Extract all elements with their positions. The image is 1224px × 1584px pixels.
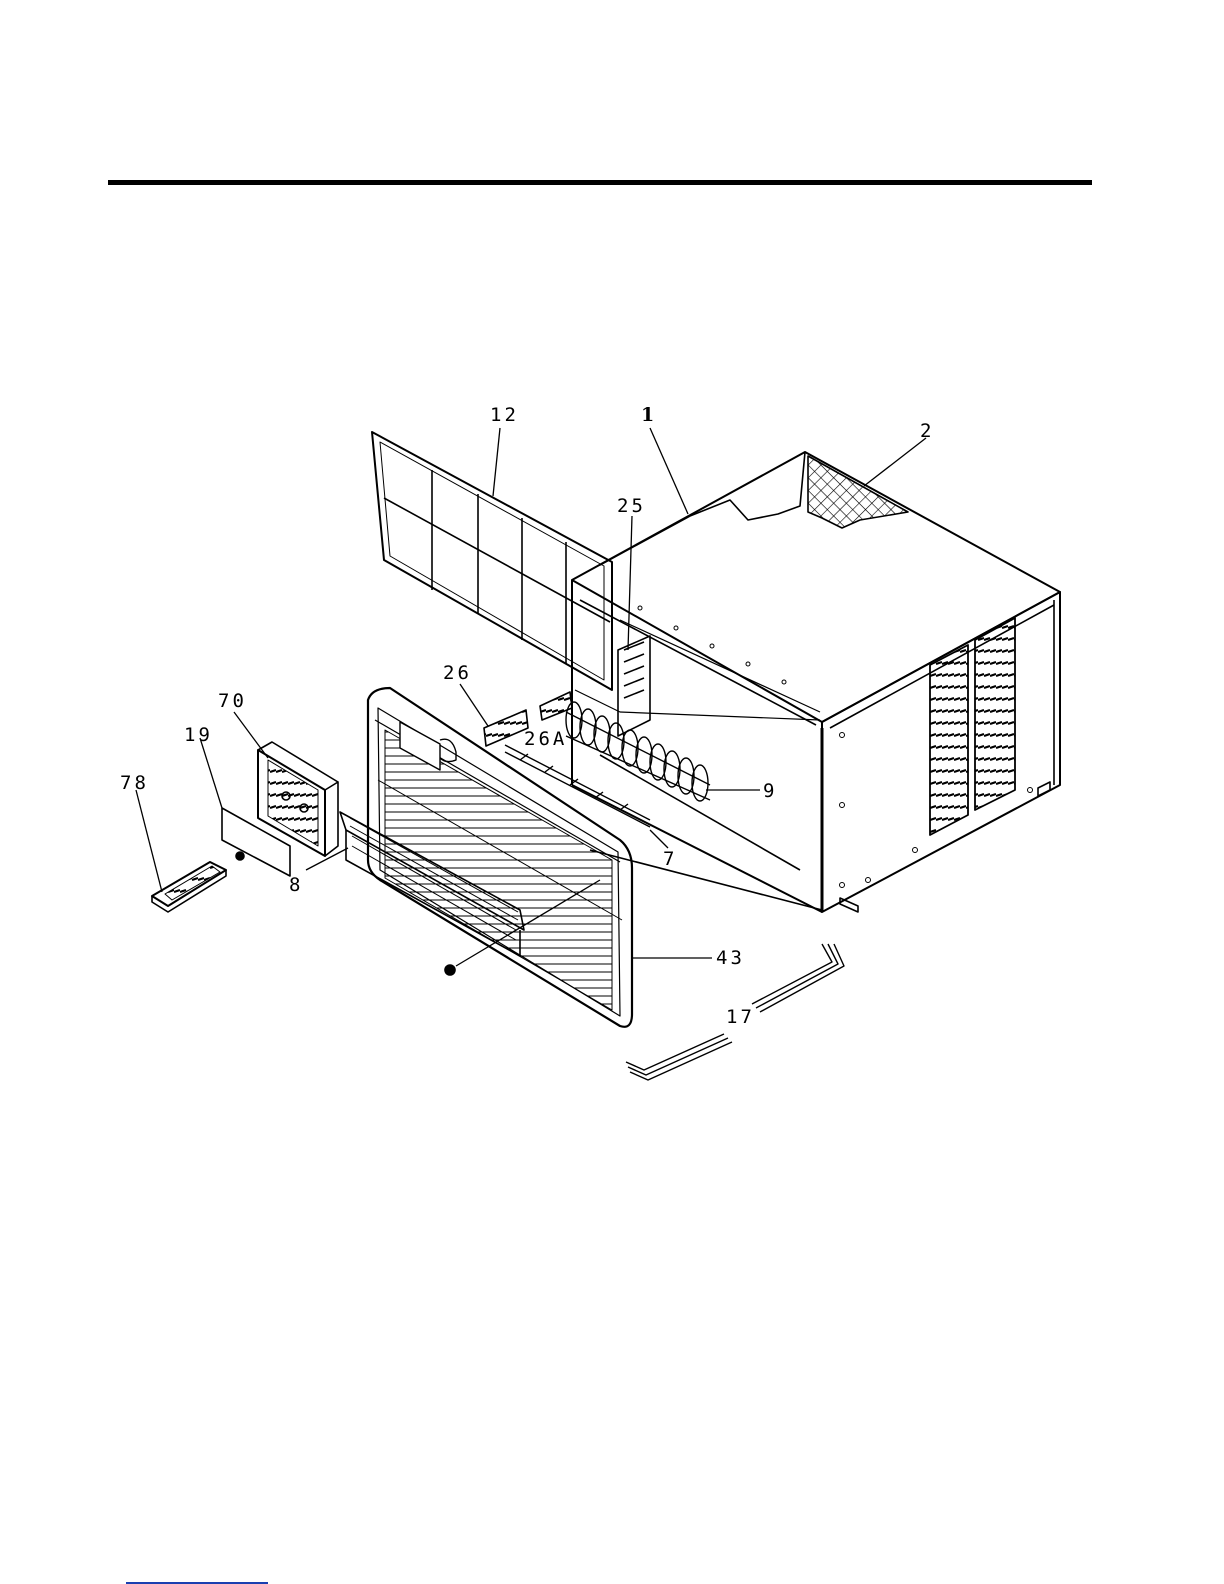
grille-insert-alt <box>540 692 572 720</box>
remote-control <box>152 862 226 912</box>
callout-9: 9 <box>763 782 777 801</box>
callout-17: 17 <box>726 1008 755 1027</box>
panel-screw <box>236 852 244 860</box>
callout-25: 25 <box>617 497 646 516</box>
callout-2: 2 <box>920 422 934 441</box>
callout-26: 26 <box>443 664 472 683</box>
cabinet <box>572 452 1060 912</box>
callout-19: 19 <box>184 726 213 745</box>
bracket <box>618 636 650 736</box>
callout-70: 70 <box>218 692 247 711</box>
callout-7: 7 <box>663 850 677 869</box>
callout-12: 12 <box>490 406 519 425</box>
callout-26a: 26A <box>524 730 567 749</box>
grille-insert <box>484 710 528 746</box>
filter-frame <box>372 432 612 690</box>
callout-8: 8 <box>289 876 303 895</box>
callout-1: 1 <box>641 406 654 425</box>
control-panel <box>258 742 338 856</box>
cabinet-mesh <box>808 456 908 528</box>
callout-78: 78 <box>120 774 149 793</box>
coil-clamps <box>566 702 710 801</box>
callout-43: 43 <box>716 949 745 968</box>
